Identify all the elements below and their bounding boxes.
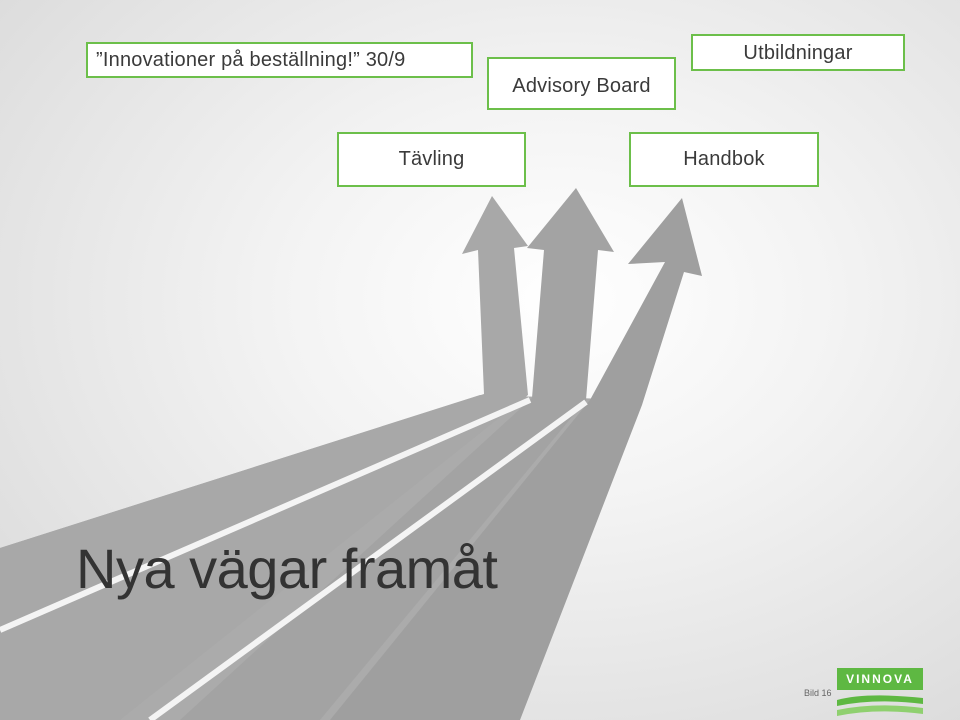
arrow-left [0,196,528,720]
label-tavling: Tävling [337,132,526,187]
slide-number: Bild 16 [804,688,832,698]
slide-title: Nya vägar framåt [76,537,498,600]
logo-swoosh-icon [837,695,923,716]
vinnova-logo: VINNOVA [837,664,923,718]
arrow-middle [180,188,614,720]
lane-line-1 [0,397,532,633]
label-advisory-board: Advisory Board [487,57,676,110]
label-tavling-text: Tävling [398,148,465,170]
label-handbok: Handbok [629,132,819,187]
label-handbok-text: Handbok [683,148,765,170]
lane-line-2 [148,399,588,720]
logo-text: VINNOVA [846,672,914,686]
label-advisory-board-text: Advisory Board [512,75,651,97]
label-utbildningar: Utbildningar [691,34,905,71]
label-innovationer: ”Innovationer på beställning!” 30/9 [86,42,473,78]
logo-band: VINNOVA [837,668,923,690]
label-innovationer-text: ”Innovationer på beställning!” 30/9 [96,48,406,71]
label-utbildningar-text: Utbildningar [743,42,853,64]
arrow-right [330,198,702,720]
